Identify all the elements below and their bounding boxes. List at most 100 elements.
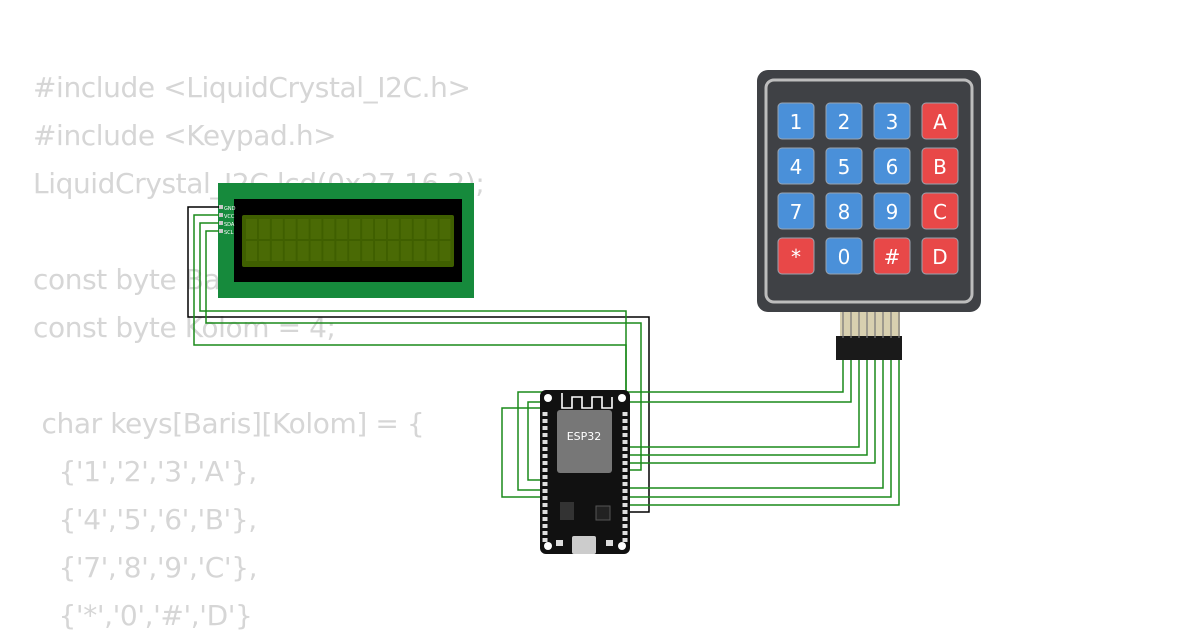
lcd-display[interactable]: GND VCC SDA SCL <box>218 183 474 298</box>
esp32-pin[interactable] <box>622 475 628 479</box>
esp32-pin[interactable] <box>542 440 548 444</box>
lcd-char-cell <box>271 241 283 261</box>
esp32-board[interactable]: ESP32 <box>540 390 630 554</box>
lcd-char-cell <box>258 241 270 261</box>
key-3[interactable]: 3 <box>873 102 911 140</box>
lcd-char-cell <box>426 219 438 239</box>
esp32-pin[interactable] <box>542 433 548 437</box>
mount-hole <box>618 394 626 402</box>
lcd-character-grid <box>246 219 451 261</box>
esp32-pin[interactable] <box>622 510 628 514</box>
lcd-char-cell <box>400 219 412 239</box>
key-label: 1 <box>790 110 803 134</box>
code-line: #include <Keypad.h> <box>33 119 337 152</box>
key-label: 5 <box>838 155 851 179</box>
esp32-pin[interactable] <box>622 433 628 437</box>
lcd-char-cell <box>323 241 335 261</box>
esp32-pin[interactable] <box>622 468 628 472</box>
esp32-pin[interactable] <box>622 503 628 507</box>
key-5[interactable]: 5 <box>825 147 863 185</box>
esp32-pin[interactable] <box>542 412 548 416</box>
key-label: 0 <box>838 245 851 269</box>
key-A[interactable]: A <box>921 102 959 140</box>
esp32-pin[interactable] <box>622 419 628 423</box>
esp32-pin[interactable] <box>622 454 628 458</box>
lcd-char-cell <box>349 241 361 261</box>
key-label: 2 <box>838 110 851 134</box>
key-1[interactable]: 1 <box>777 102 815 140</box>
esp32-pin[interactable] <box>622 538 628 542</box>
key-D[interactable]: D <box>921 237 959 275</box>
esp32-pin[interactable] <box>622 517 628 521</box>
mount-hole <box>544 394 552 402</box>
esp32-pin[interactable] <box>542 524 548 528</box>
esp32-pin[interactable] <box>622 524 628 528</box>
lcd-char-cell <box>336 241 348 261</box>
esp32-pin[interactable] <box>542 475 548 479</box>
esp32-pin[interactable] <box>542 517 548 521</box>
esp32-antenna <box>561 393 613 409</box>
key-label: 9 <box>886 200 899 224</box>
key-#[interactable]: # <box>873 237 911 275</box>
lcd-char-cell <box>336 219 348 239</box>
lcd-pin-label: SDA <box>224 222 235 228</box>
key-label: 7 <box>790 200 803 224</box>
lcd-char-cell <box>310 241 322 261</box>
esp32-pin[interactable] <box>542 461 548 465</box>
esp32-pin[interactable] <box>542 503 548 507</box>
esp32-pin[interactable] <box>542 447 548 451</box>
wire-keypad-c2 <box>628 360 884 489</box>
key-C[interactable]: C <box>921 192 959 230</box>
usb-uart-chip <box>595 505 611 521</box>
lcd-char-cell <box>413 241 425 261</box>
boot-button[interactable] <box>556 540 563 546</box>
esp32-pin[interactable] <box>622 496 628 500</box>
esp32-pin[interactable] <box>542 496 548 500</box>
key-*[interactable]: * <box>777 237 815 275</box>
keypad-connector <box>836 312 902 360</box>
lcd-char-cell <box>375 219 386 239</box>
esp32-pin[interactable] <box>622 482 628 486</box>
usb-port[interactable] <box>572 536 596 554</box>
esp32-pin[interactable] <box>542 482 548 486</box>
key-label: 8 <box>838 200 851 224</box>
esp32-pin[interactable] <box>542 454 548 458</box>
wire-keypad-c1 <box>628 360 876 464</box>
esp32-pin[interactable] <box>622 461 628 465</box>
esp32-chip-label: ESP32 <box>567 430 602 443</box>
wire-sda <box>199 222 627 440</box>
lcd-char-cell <box>400 241 412 261</box>
key-B[interactable]: B <box>921 147 959 185</box>
esp32-pin[interactable] <box>622 440 628 444</box>
lcd-char-cell <box>310 219 322 239</box>
key-7[interactable]: 7 <box>777 192 815 230</box>
key-4[interactable]: 4 <box>777 147 815 185</box>
esp32-pin[interactable] <box>622 531 628 535</box>
esp32-pin[interactable] <box>622 447 628 451</box>
key-2[interactable]: 2 <box>825 102 863 140</box>
esp32-pin[interactable] <box>542 419 548 423</box>
esp32-pin[interactable] <box>542 468 548 472</box>
key-0[interactable]: 0 <box>825 237 863 275</box>
lcd-char-cell <box>439 241 451 261</box>
lcd-char-cell <box>271 219 283 239</box>
esp32-pin[interactable] <box>542 531 548 535</box>
key-9[interactable]: 9 <box>873 192 911 230</box>
esp32-pin[interactable] <box>542 489 548 493</box>
lcd-char-cell <box>426 241 438 261</box>
esp32-pin[interactable] <box>542 510 548 514</box>
esp32-pin[interactable] <box>622 489 628 493</box>
esp32-pin[interactable] <box>622 412 628 416</box>
wire-keypad-c4 <box>628 360 900 506</box>
esp32-pin[interactable] <box>542 538 548 542</box>
esp32-pin[interactable] <box>542 426 548 430</box>
key-8[interactable]: 8 <box>825 192 863 230</box>
en-button[interactable] <box>606 540 613 546</box>
esp32-pin[interactable] <box>622 426 628 430</box>
lcd-char-cell <box>284 219 296 239</box>
wire-gnd <box>187 206 650 513</box>
key-6[interactable]: 6 <box>873 147 911 185</box>
lcd-pin-label: GND <box>224 206 236 212</box>
